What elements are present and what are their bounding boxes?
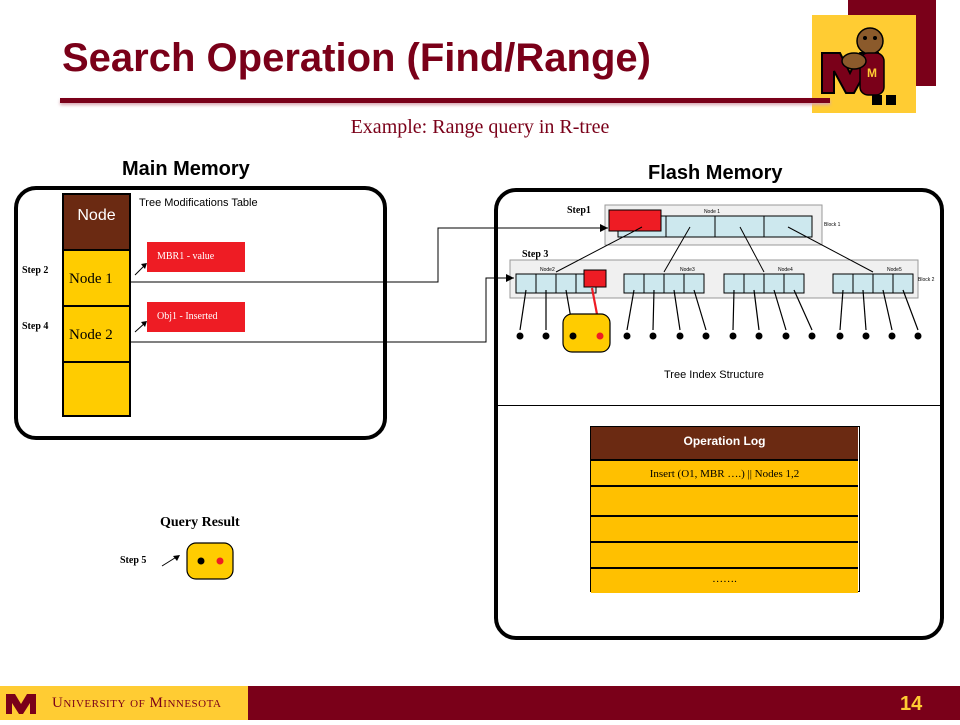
page-number: 14 <box>900 693 923 715</box>
node-column-header: Node <box>64 195 129 249</box>
title-underline <box>60 98 830 103</box>
child-node-4: Node4 <box>723 267 805 294</box>
gopher-logo: M <box>812 15 916 113</box>
university-m-icon <box>6 694 36 714</box>
step-2-label: Step 2 <box>22 265 49 276</box>
tree-modifications-label: Tree Modifications Table <box>139 197 258 209</box>
operation-log-table: Operation Log Insert (O1, MBR ….) || Nod… <box>590 426 860 593</box>
root-node-label: Node 1 <box>704 209 720 215</box>
child-node-label: Node5 <box>887 267 902 273</box>
footer-university-name: University of Minnesota <box>52 695 222 711</box>
table-row: Node 2 <box>64 305 129 361</box>
query-result-label: Query Result <box>160 515 240 530</box>
step-1-label: Step1 <box>567 205 591 216</box>
query-result-box <box>186 542 234 580</box>
operation-log-header: Operation Log <box>591 427 858 459</box>
flash-divider <box>494 405 944 406</box>
child-node-label: Node2 <box>540 267 555 273</box>
table-row: Insert (O1, MBR ….) || Nodes 1,2 <box>591 459 858 487</box>
root-highlight <box>608 209 662 232</box>
mbr-value-tag: MBR1 - value <box>147 242 245 272</box>
root-block-label: Block 1 <box>824 222 841 228</box>
slide-title: Search Operation (Find/Range) <box>62 36 651 80</box>
footer-logo-area <box>0 686 248 720</box>
main-memory-heading: Main Memory <box>122 158 250 180</box>
child-node-label: Node4 <box>778 267 793 273</box>
flash-memory-heading: Flash Memory <box>648 162 783 184</box>
flash-memory-panel <box>494 188 944 640</box>
svg-text:M: M <box>867 66 877 80</box>
table-row: Node 1 <box>64 249 129 305</box>
table-row <box>64 361 129 417</box>
child-block-label: Block 2 <box>918 277 935 283</box>
step-5-label: Step 5 <box>120 555 147 566</box>
obj-inserted-tag: Obj1 - Inserted <box>147 302 245 332</box>
step-3-label: Step 3 <box>522 249 549 260</box>
table-row <box>591 485 858 517</box>
table-row <box>591 541 858 569</box>
step-4-label: Step 4 <box>22 321 49 332</box>
table-row: ……. <box>591 567 858 593</box>
table-row <box>591 515 858 543</box>
main-memory-panel <box>14 186 387 440</box>
tree-modifications-table: Node Node 1 Node 2 <box>62 193 131 417</box>
child-node-5: Node5 <box>832 267 914 294</box>
slide-subtitle: Example: Range query in R-tree <box>350 116 610 138</box>
node2-highlight <box>583 269 607 288</box>
matched-leaf-box <box>562 313 611 353</box>
tree-index-caption: Tree Index Structure <box>664 369 764 381</box>
child-node-label: Node3 <box>680 267 695 273</box>
child-node-3: Node3 <box>623 267 705 294</box>
